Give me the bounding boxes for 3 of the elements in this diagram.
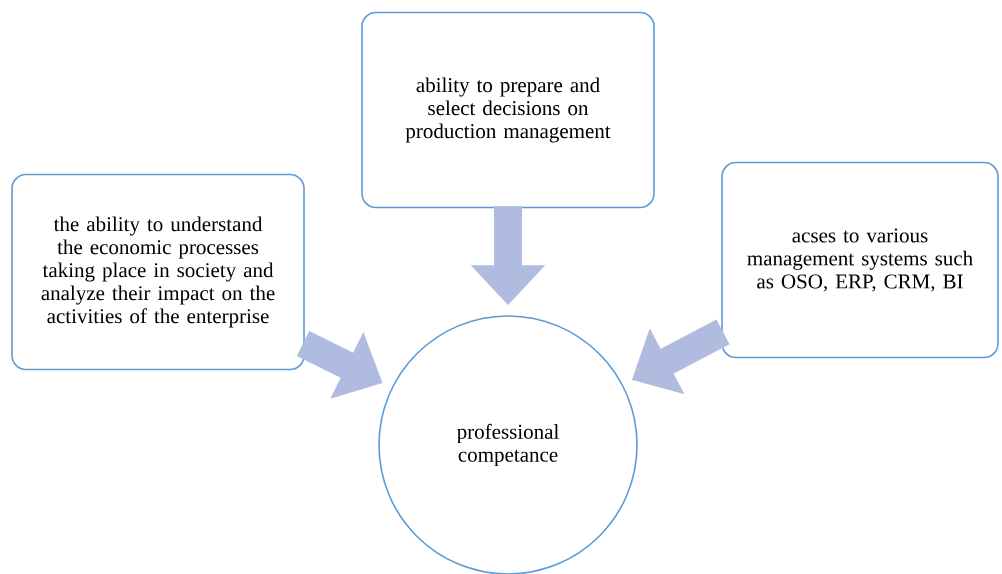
text-box: acses to various management systems such as OSO, ERP, CRM, BI xyxy=(721,161,999,359)
text-box: the ability to understand the economic processes taking place in society and analyze their impact on the activities of the enterprise xyxy=(11,173,305,371)
text-box: ability to prepare and select decisions on production management xyxy=(361,11,655,209)
